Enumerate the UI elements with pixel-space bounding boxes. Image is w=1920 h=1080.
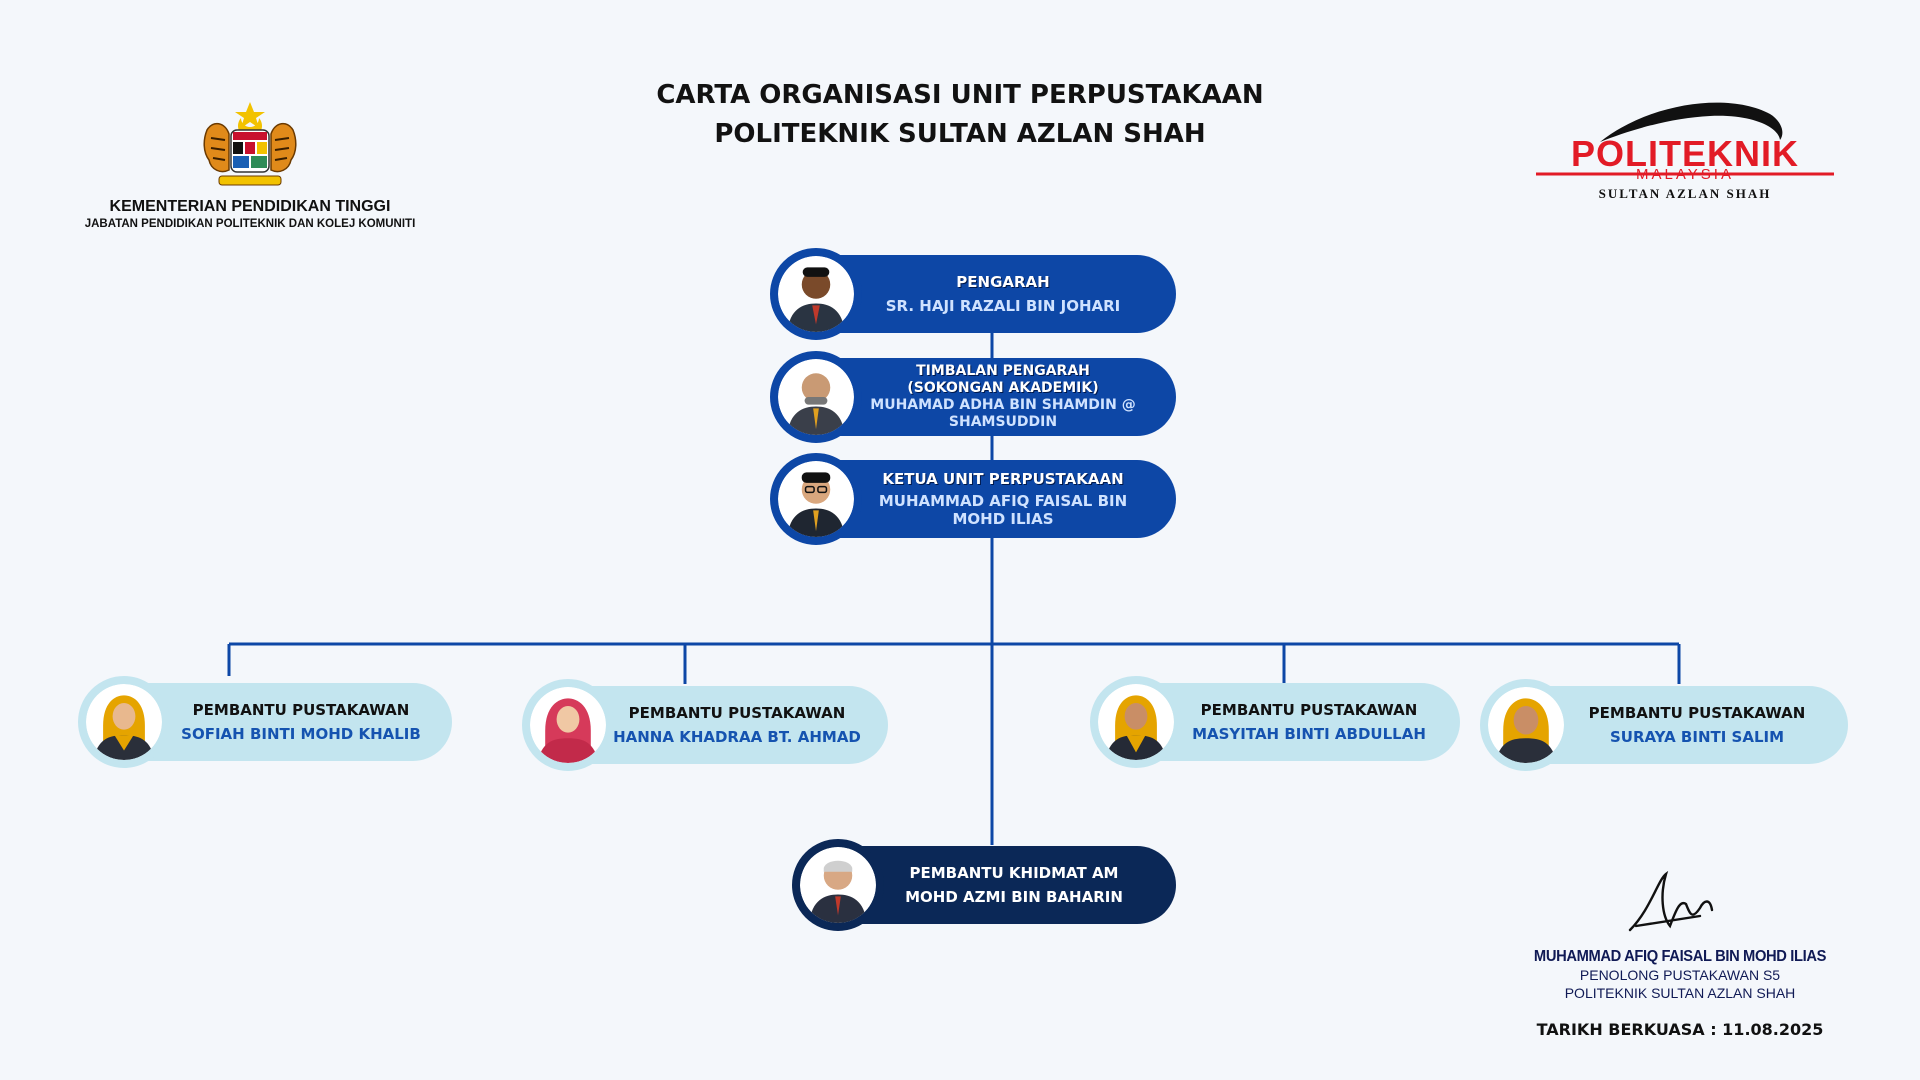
assistant-name: SOFIAH BINTI MOHD KHALIB	[181, 725, 421, 743]
assistant-name: HANNA KHADRAA BT. AHMAD	[613, 728, 861, 746]
assistant-avatar	[78, 676, 170, 768]
director-avatar	[770, 248, 862, 340]
logo-country: MALAYSIA	[1636, 166, 1734, 183]
general-worker-avatar	[792, 839, 884, 931]
deputy-role-line-1: TIMBALAN PENGARAH	[916, 363, 1090, 379]
assistant-avatar	[1480, 679, 1572, 771]
signatory-post: PENOLONG PUSTAKAWAN S5	[1579, 967, 1781, 983]
assistant-name: MASYITAH BINTI ABDULLAH	[1192, 725, 1426, 743]
logo-campus: SULTAN AZLAN SHAH	[1598, 186, 1772, 201]
deputy-name-line-1: MUHAMAD ADHA BIN SHAMDIN @	[870, 397, 1136, 413]
page-title: CARTA ORGANISASI UNIT PERPUSTAKAAN POLIT…	[560, 76, 1360, 154]
general-worker-role: PEMBANTU KHIDMAT AM	[909, 864, 1119, 882]
head-avatar	[770, 453, 862, 545]
ministry-name: KEMENTERIAN PENDIDIKAN TINGGI	[109, 198, 391, 215]
director-role: PENGARAH	[956, 273, 1050, 291]
general-worker-name: MOHD AZMI BIN BAHARIN	[905, 888, 1123, 906]
department-name: JABATAN PENDIDIKAN POLITEKNIK DAN KOLEJ …	[84, 218, 416, 230]
title-line-1: CARTA ORGANISASI UNIT PERPUSTAKAAN	[656, 80, 1264, 110]
signatory-org: POLITEKNIK SULTAN AZLAN SHAH	[1564, 985, 1796, 1001]
assistant-role: PEMBANTU PUSTAKAWAN	[628, 704, 846, 722]
assistant-avatar	[522, 679, 614, 771]
assistant-name: SURAYA BINTI SALIM	[1609, 728, 1785, 746]
assistant-role: PEMBANTU PUSTAKAWAN	[1200, 701, 1418, 719]
deputy-avatar	[770, 351, 862, 443]
director-name: SR. HAJI RAZALI BIN JOHARI	[885, 297, 1121, 315]
malaysia-coat-of-arms-icon	[203, 102, 297, 186]
head-name-line-1: MUHAMMAD AFIQ FAISAL BIN	[878, 492, 1128, 510]
head-name-line-2: MOHD ILIAS	[952, 510, 1054, 528]
effective-date: TARIKH BERKUASA : 11.08.2025	[1536, 1020, 1824, 1039]
politeknik-logo: POLITEKNIK MALAYSIA SULTAN AZLAN SHAH	[1530, 92, 1840, 207]
signature-image	[1628, 870, 1714, 932]
ministry-block: KEMENTERIAN PENDIDIKAN TINGGI JABATAN PE…	[60, 100, 440, 230]
signatory-name: MUHAMMAD AFIQ FAISAL BIN MOHD ILIAS	[1533, 948, 1827, 965]
signatory-block: MUHAMMAD AFIQ FAISAL BIN MOHD ILIAS PENO…	[1500, 948, 1860, 1002]
title-line-2: POLITEKNIK SULTAN AZLAN SHAH	[714, 119, 1206, 149]
head-role: KETUA UNIT PERPUSTAKAAN	[882, 470, 1124, 488]
deputy-name-line-2: SHAMSUDDIN	[948, 414, 1058, 430]
assistant-avatar	[1090, 676, 1182, 768]
assistant-role: PEMBANTU PUSTAKAWAN	[1588, 704, 1806, 722]
assistant-role: PEMBANTU PUSTAKAWAN	[192, 701, 410, 719]
deputy-role-line-2: (SOKONGAN AKADEMIK)	[907, 380, 1099, 396]
politeknik-swoosh-icon	[1536, 102, 1834, 176]
logo-word: POLITEKNIK	[1570, 133, 1799, 174]
